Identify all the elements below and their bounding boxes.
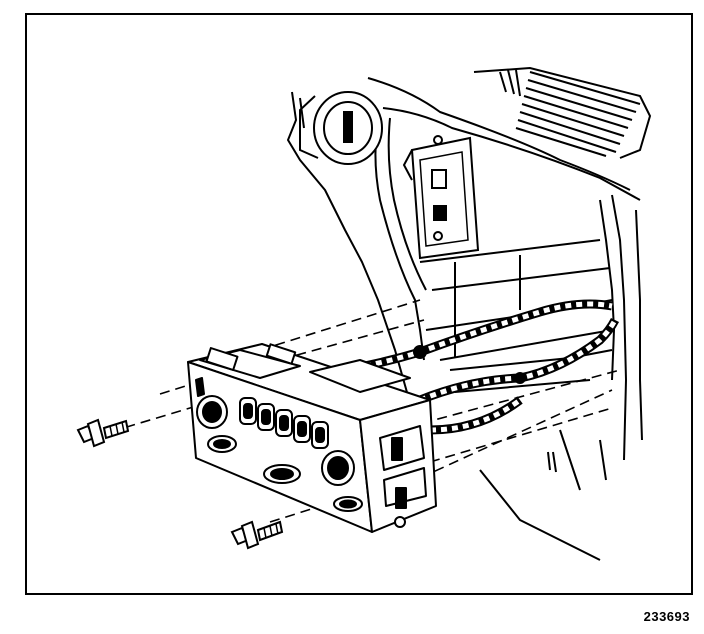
figure-number: 233693 — [643, 609, 690, 624]
figure-border — [25, 13, 693, 595]
hvac-control-module — [187, 343, 437, 533]
ignition-switch — [299, 91, 383, 165]
lower-screw — [230, 520, 284, 550]
air-vent — [473, 66, 652, 159]
upper-screw — [76, 418, 130, 448]
mounting-bracket — [402, 135, 480, 260]
dashboard-opening — [287, 77, 643, 561]
mode-buttons — [239, 397, 329, 449]
